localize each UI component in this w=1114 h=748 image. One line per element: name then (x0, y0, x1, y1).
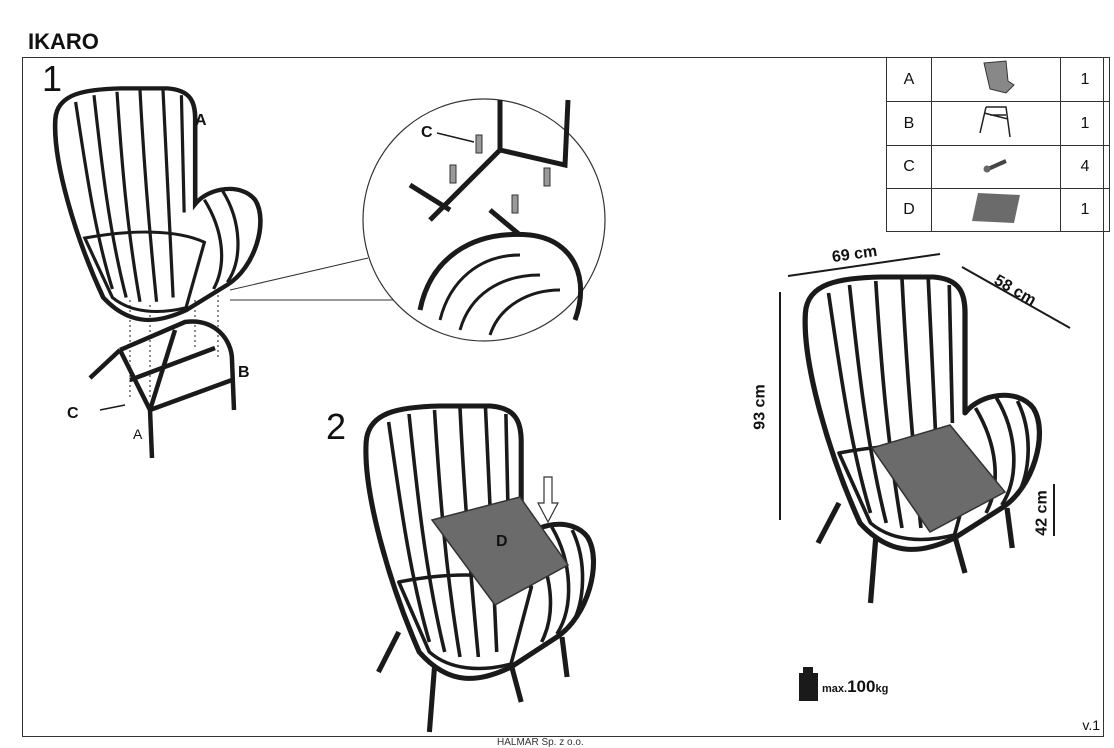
part-qty: 4 (1060, 145, 1110, 189)
version-label: v.1 (1082, 717, 1100, 733)
weight-icon (799, 667, 818, 701)
max-load-unit: kg (875, 683, 889, 695)
frame-base-icon (931, 101, 1061, 146)
part-letter: B (886, 101, 932, 146)
dimension-seat-height: 42 cm (1033, 490, 1051, 536)
part-qty: 1 (1060, 188, 1110, 232)
detail-zoom-circle (229, 98, 606, 342)
max-load-value: 100 (847, 677, 876, 696)
dimension-height: 93 cm (751, 384, 769, 430)
dimension-cushion (870, 424, 1007, 533)
chair-seat-icon (931, 57, 1061, 102)
step-2-number: 2 (326, 406, 347, 447)
max-load: max.100kg (822, 677, 888, 697)
arrow-down-icon (537, 476, 559, 524)
max-load-prefix: max. (822, 683, 848, 695)
label-detail-c: C (421, 124, 433, 141)
chair-seat-a-drawing (52, 86, 263, 322)
footer-company: HALMAR Sp. z o.o. (497, 737, 584, 748)
part-letter: C (886, 145, 932, 189)
dimension-arrows (779, 253, 1071, 536)
cushion-d-drawing (430, 496, 570, 606)
label-part-c: C (67, 405, 79, 422)
label-cushion-d: D (496, 533, 508, 550)
label-rotate-a: A (133, 426, 143, 442)
cushion-icon (931, 188, 1061, 232)
label-part-a: A (195, 112, 207, 129)
step-1-number: 1 (42, 58, 63, 99)
part-letter: D (886, 188, 932, 232)
part-letter: A (886, 57, 932, 102)
part-qty: 1 (1060, 57, 1110, 102)
label-part-b: B (238, 364, 250, 381)
product-title: IKARO (28, 29, 99, 54)
instruction-frame (22, 57, 1104, 737)
screw-icon (931, 145, 1061, 189)
part-qty: 1 (1060, 101, 1110, 146)
frame-base-b-drawing (88, 290, 237, 459)
